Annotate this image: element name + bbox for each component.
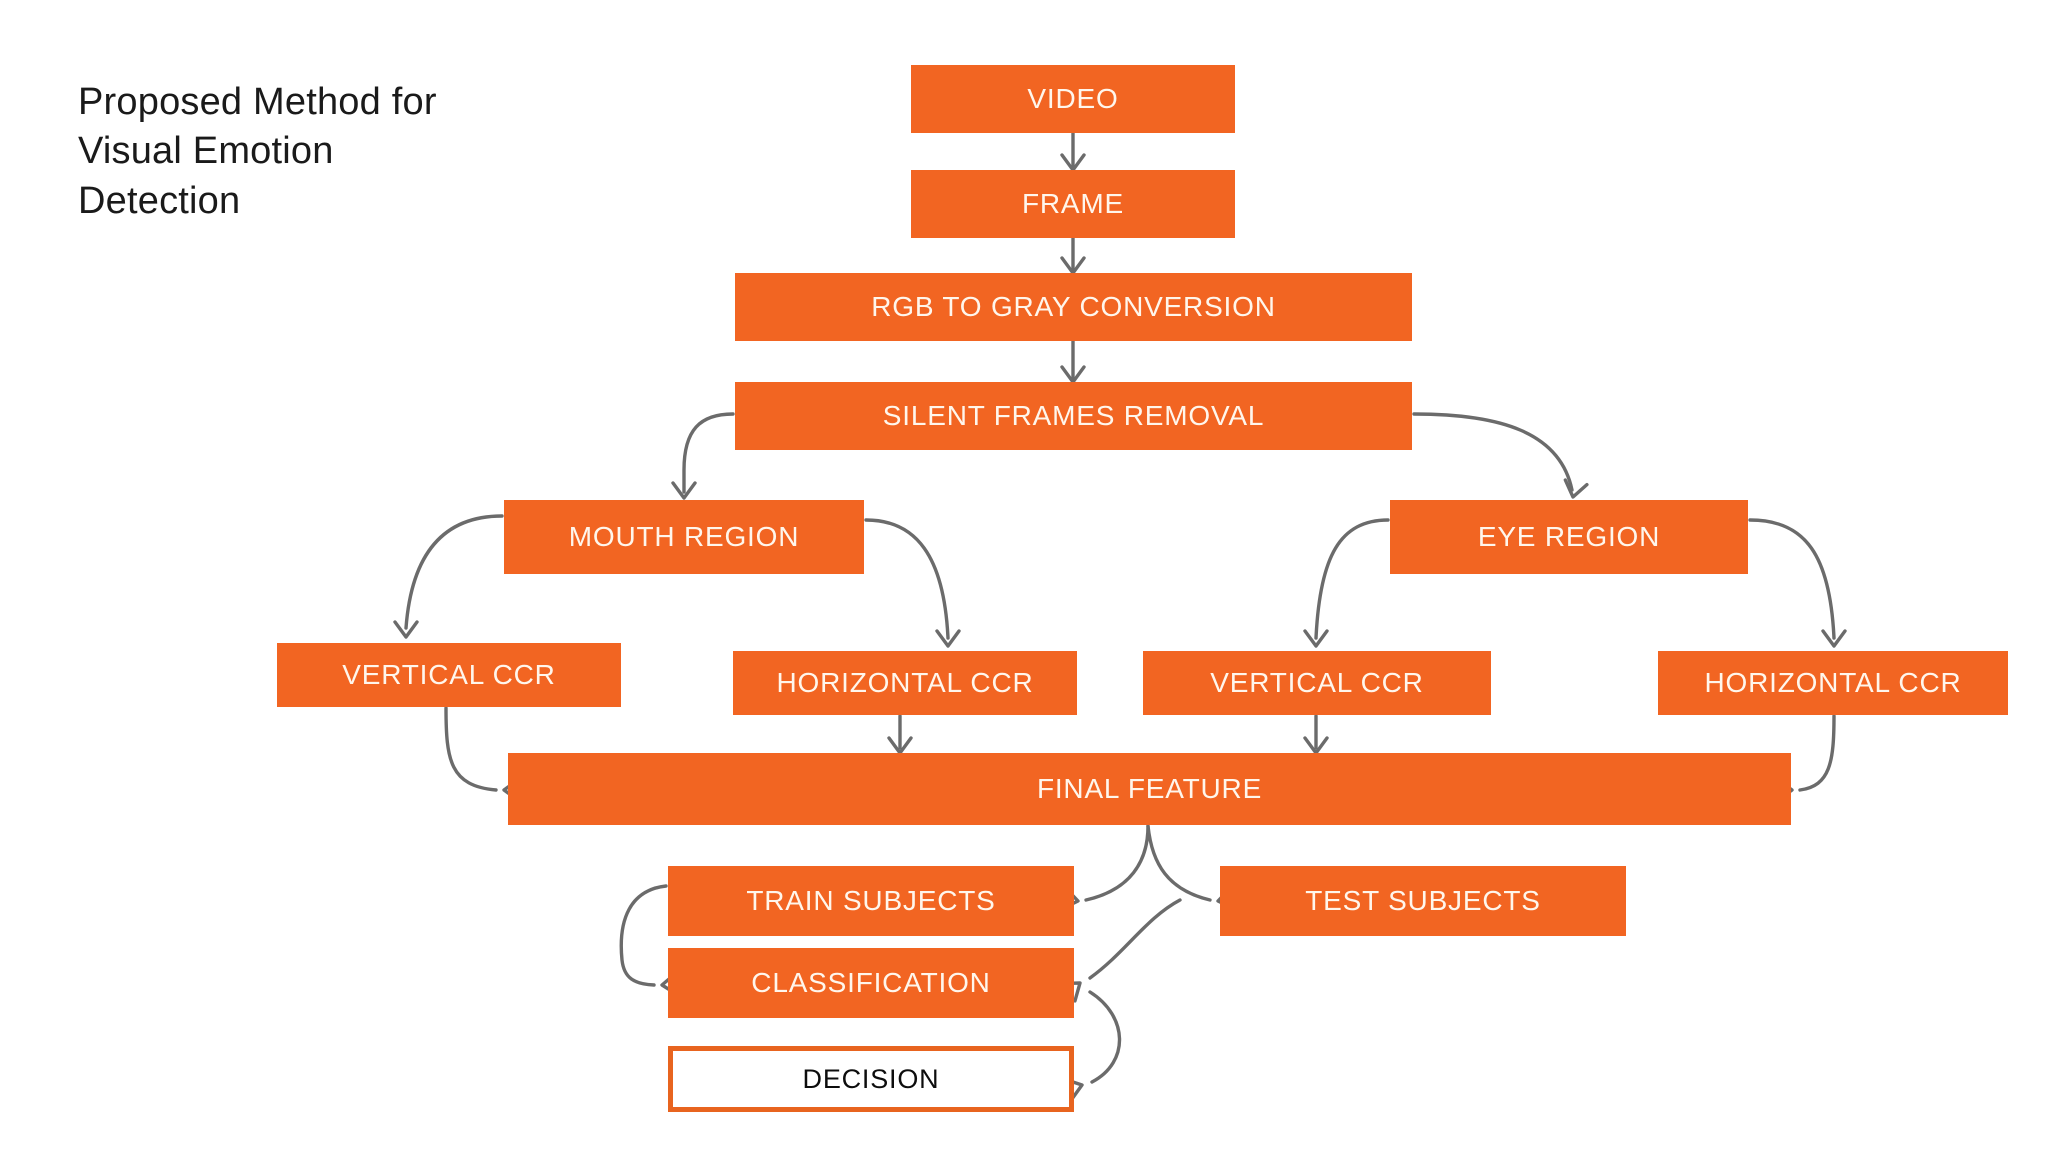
node-eye-horizontal-ccr[interactable]: HORIZONTAL CCR [1658,651,2008,715]
node-frame[interactable]: FRAME [911,170,1235,238]
node-silent-frames-removal[interactable]: SILENT FRAMES REMOVAL [735,382,1412,450]
edge-rgb2gray-silent [1060,339,1086,384]
edge-frame-rgb2gray [1060,236,1086,275]
node-mouth-region[interactable]: MOUTH REGION [504,500,864,574]
node-mouth-vertical-ccr[interactable]: VERTICAL CCR [277,643,621,707]
node-rgb-to-gray-conversion[interactable]: RGB TO GRAY CONVERSION [735,273,1412,341]
edge-test-classify [1059,898,1182,1003]
node-eye-vertical-ccr[interactable]: VERTICAL CCR [1143,651,1491,715]
edge-video-frame [1060,131,1086,172]
edge-silent-mouth [671,412,735,500]
edge-eyevccr-final [1303,714,1329,755]
edge-final-train [1059,824,1150,914]
node-eye-region[interactable]: EYE REGION [1390,500,1748,574]
edge-mouth-hccr [864,518,961,648]
edge-mouth-vccr [393,514,504,639]
node-classification[interactable]: CLASSIFICATION [668,948,1074,1018]
node-mouth-horizontal-ccr[interactable]: HORIZONTAL CCR [733,651,1077,715]
edge-silent-eye [1412,412,1589,501]
page-title: Proposed Method for Visual Emotion Detec… [78,81,437,222]
node-train-subjects[interactable]: TRAIN SUBJECTS [668,866,1074,936]
node-final-feature[interactable]: FINAL FEATURE [508,753,1791,825]
node-decision[interactable]: DECISION [668,1046,1074,1112]
node-test-subjects[interactable]: TEST SUBJECTS [1220,866,1626,936]
edge-eye-hccr [1748,518,1847,648]
edge-eye-vccr [1303,518,1390,648]
node-video[interactable]: VIDEO [911,65,1235,133]
edge-mouthhccr-final [887,714,913,755]
